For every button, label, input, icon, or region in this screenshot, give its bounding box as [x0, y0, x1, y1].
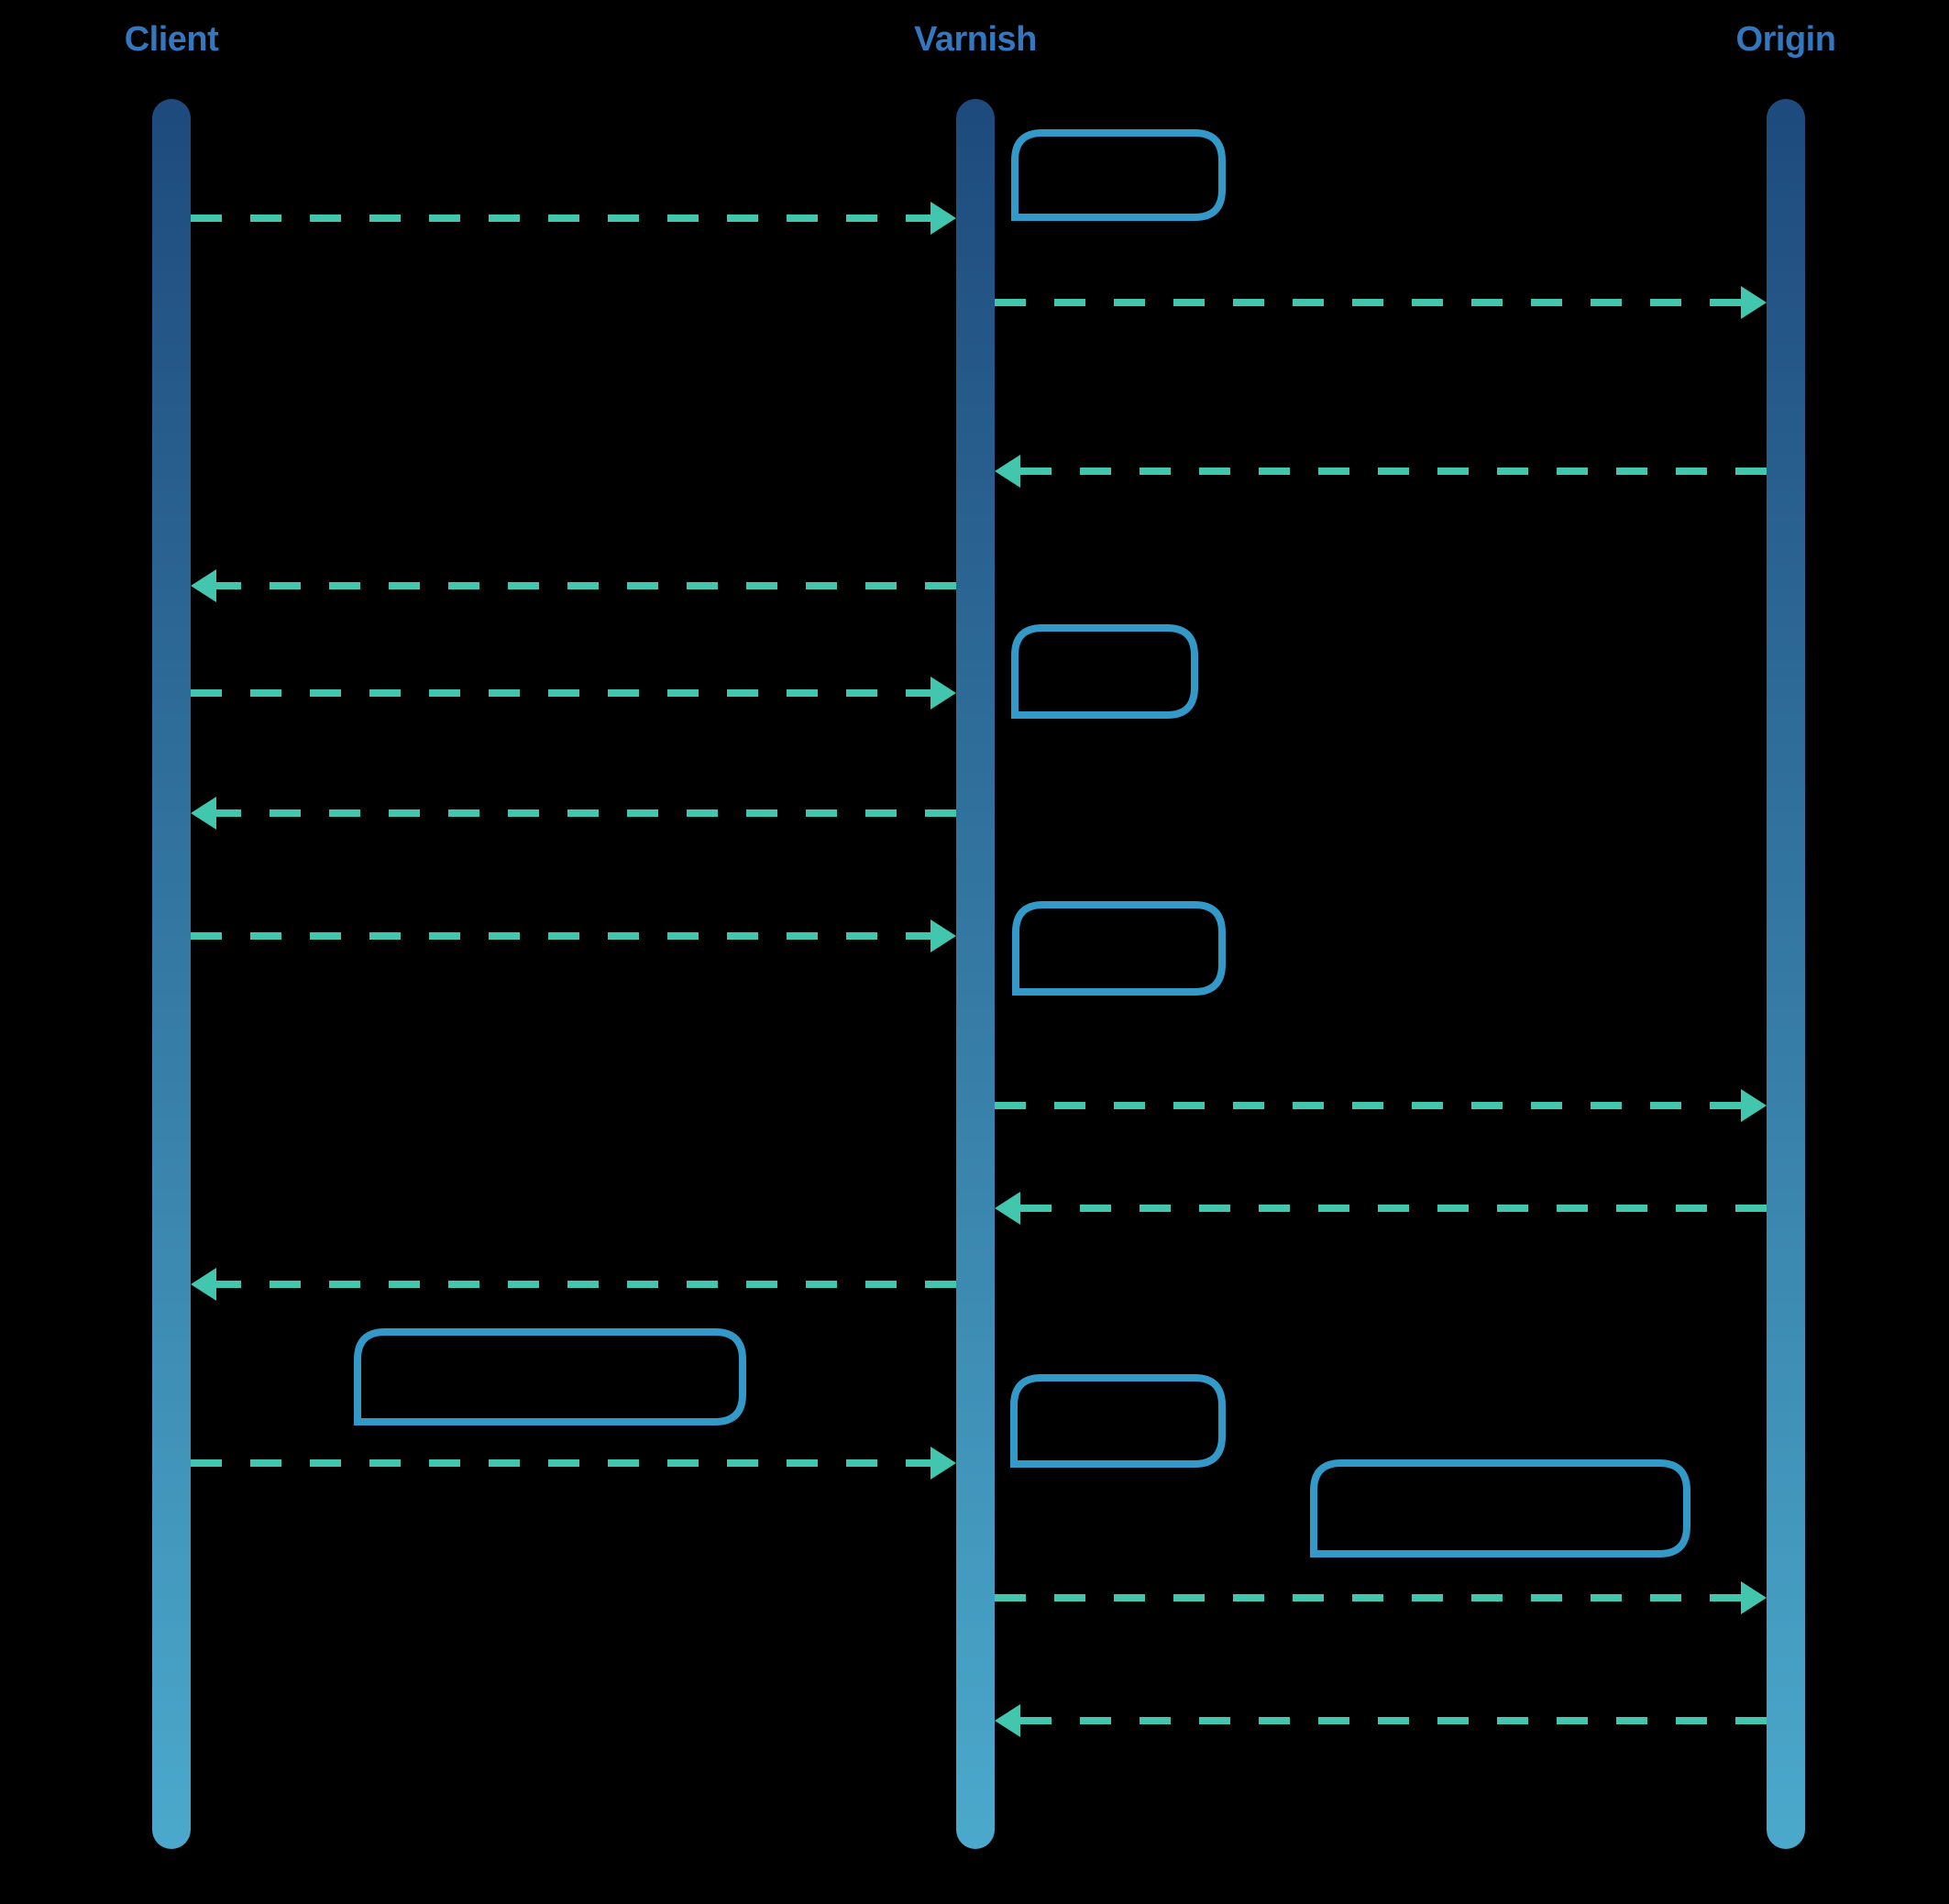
message-origin-to-varnish	[995, 1704, 1767, 1737]
arrowhead-icon	[191, 1268, 216, 1301]
arrowhead-icon	[995, 455, 1020, 488]
arrowhead-icon	[1741, 1581, 1767, 1614]
message-varnish-to-client	[191, 1268, 956, 1301]
note-box-4	[354, 1328, 746, 1425]
arrowhead-icon	[930, 677, 956, 710]
actor-label-origin: Origin	[1735, 20, 1836, 59]
arrowhead-icon	[930, 202, 956, 235]
note-box-5	[1010, 1374, 1226, 1468]
arrowhead-icon	[930, 1447, 956, 1480]
arrowhead-icon	[1741, 286, 1767, 319]
message-client-to-varnish	[191, 202, 956, 235]
note-box-6	[1310, 1459, 1690, 1557]
arrowhead-icon	[1741, 1089, 1767, 1122]
message-client-to-varnish	[191, 919, 956, 952]
message-varnish-to-origin	[995, 1581, 1767, 1614]
note-box-1	[1011, 129, 1226, 221]
lifeline-origin	[1767, 99, 1805, 1849]
arrowhead-icon	[995, 1192, 1020, 1225]
message-client-to-varnish	[191, 677, 956, 710]
actor-label-client: Client	[124, 20, 219, 59]
note-box-2	[1011, 624, 1198, 719]
arrowhead-icon	[930, 919, 956, 952]
message-varnish-to-client	[191, 797, 956, 830]
arrowhead-icon	[191, 569, 216, 602]
arrowhead-icon	[995, 1704, 1020, 1737]
actor-label-varnish: Varnish	[914, 20, 1037, 59]
message-client-to-varnish	[191, 1447, 956, 1480]
message-origin-to-varnish	[995, 455, 1767, 488]
note-box-3	[1012, 901, 1226, 996]
lifeline-client	[152, 99, 191, 1849]
message-varnish-to-origin	[995, 1089, 1767, 1122]
message-varnish-to-origin	[995, 286, 1767, 319]
lifeline-varnish	[956, 99, 995, 1849]
arrowhead-icon	[191, 797, 216, 830]
message-origin-to-varnish	[995, 1192, 1767, 1225]
message-varnish-to-client	[191, 569, 956, 602]
